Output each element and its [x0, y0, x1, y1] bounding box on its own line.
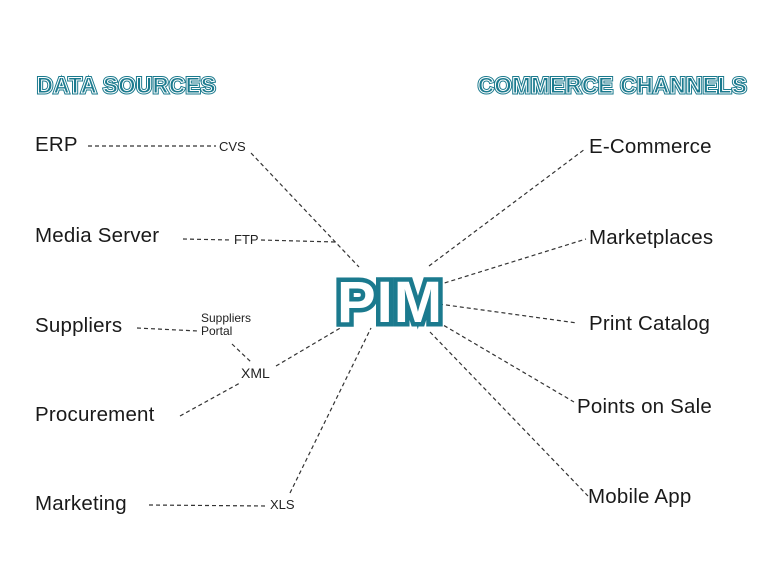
format-label-suppliers-portal-line2: Portal — [201, 324, 233, 338]
format-label-cvs: CVS — [219, 139, 246, 154]
line-pim-marketplaces — [437, 238, 587, 286]
line-ftp-pim — [260, 239, 337, 243]
source-label-erp: ERP — [35, 133, 78, 156]
format-label-suppliers-portal-line1: Suppliers — [201, 311, 252, 325]
channel-label-print-catalog: Print Catalog — [589, 312, 711, 335]
line-suppliers-portal — [136, 327, 199, 332]
channel-label-points-on-sale: Points on Sale — [577, 395, 712, 418]
channel-label-ecommerce: E-Commerce — [589, 135, 712, 158]
line-xls-pim — [289, 327, 372, 494]
commerce-channels-title-text: COMMERCE CHANNELS — [478, 73, 747, 98]
source-label-marketing: Marketing — [35, 492, 127, 515]
line-pim-printcatalog — [438, 303, 578, 324]
line-pim-mobileapp — [429, 331, 589, 497]
line-procurement-xml — [179, 382, 241, 417]
data-sources-title-text: DATA SOURCES — [37, 73, 216, 98]
line-pim-pointsonsale — [437, 321, 575, 403]
line-marketing-xls — [148, 504, 267, 507]
data-sources-title: DATA SOURCES DATA SOURCES — [36, 72, 218, 100]
line-pim-ecommerce — [428, 148, 586, 267]
format-label-suppliers-portal: Suppliers Portal — [201, 312, 251, 338]
source-label-procurement: Procurement — [35, 403, 155, 426]
format-label-xls: XLS — [270, 497, 295, 512]
source-label-suppliers: Suppliers — [35, 314, 123, 337]
source-label-media-server: Media Server — [35, 224, 160, 247]
commerce-channels-title: COMMERCE CHANNELS COMMERCE CHANNELS — [477, 72, 749, 100]
line-xml-pim — [275, 326, 343, 367]
commerce-channels-title-outline: COMMERCE CHANNELS — [478, 73, 747, 98]
line-portal-xml — [231, 343, 252, 363]
channel-label-mobile-app: Mobile App — [588, 485, 692, 508]
format-label-ftp: FTP — [234, 232, 259, 247]
format-label-xml: XML — [241, 365, 270, 381]
line-cvs-pim — [250, 152, 360, 268]
channel-label-marketplaces: Marketplaces — [589, 226, 714, 249]
line-mediaserver-ftp — [182, 238, 232, 241]
pim-hub: PIM — [332, 266, 446, 340]
data-sources-title-outline: DATA SOURCES — [37, 73, 216, 98]
pim-hub-label: PIM — [337, 270, 443, 335]
